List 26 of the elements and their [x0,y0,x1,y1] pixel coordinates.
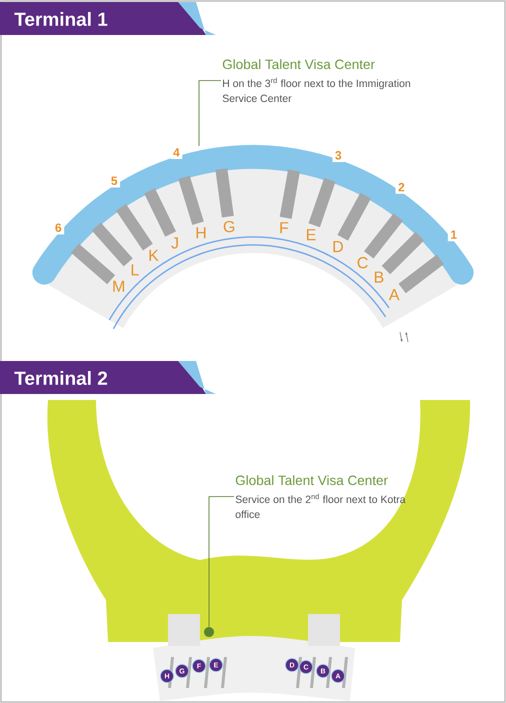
callout-text: H on the 3$^{rd}$ floor next to the Immigration Service Center [222,78,410,102]
gate-letter: E [306,229,316,240]
gate-letter: G [224,220,234,232]
gate-number: 6 [52,220,64,234]
gate-letter: J [171,237,178,249]
gate-letter: F [280,222,288,234]
gate-letter: D [333,241,343,252]
gate-number: 4 [170,146,182,160]
gate-number: 5 [108,174,120,188]
gate-letter: B [374,272,384,283]
gate-letter: K [149,250,159,261]
gate-letter: M [113,280,124,292]
callout-heading: Global Talent Visa Center [222,59,375,70]
leader-line [208,496,234,628]
heading-band: Terminal 1 [0,2,216,35]
gate-number: 1 [448,228,460,242]
leader-line [198,80,222,146]
gate-letter: A [388,289,400,300]
callout-heading: Global Talent Visa Center [236,475,388,486]
gate-letter: C [358,257,368,268]
location-dot [204,627,214,637]
gate-number: 3 [332,148,344,162]
gate-number: 2 [396,180,408,194]
heading-band: Terminal 2 [0,361,216,394]
gate-letter: L [132,264,139,276]
gate-letter: H [196,227,206,238]
